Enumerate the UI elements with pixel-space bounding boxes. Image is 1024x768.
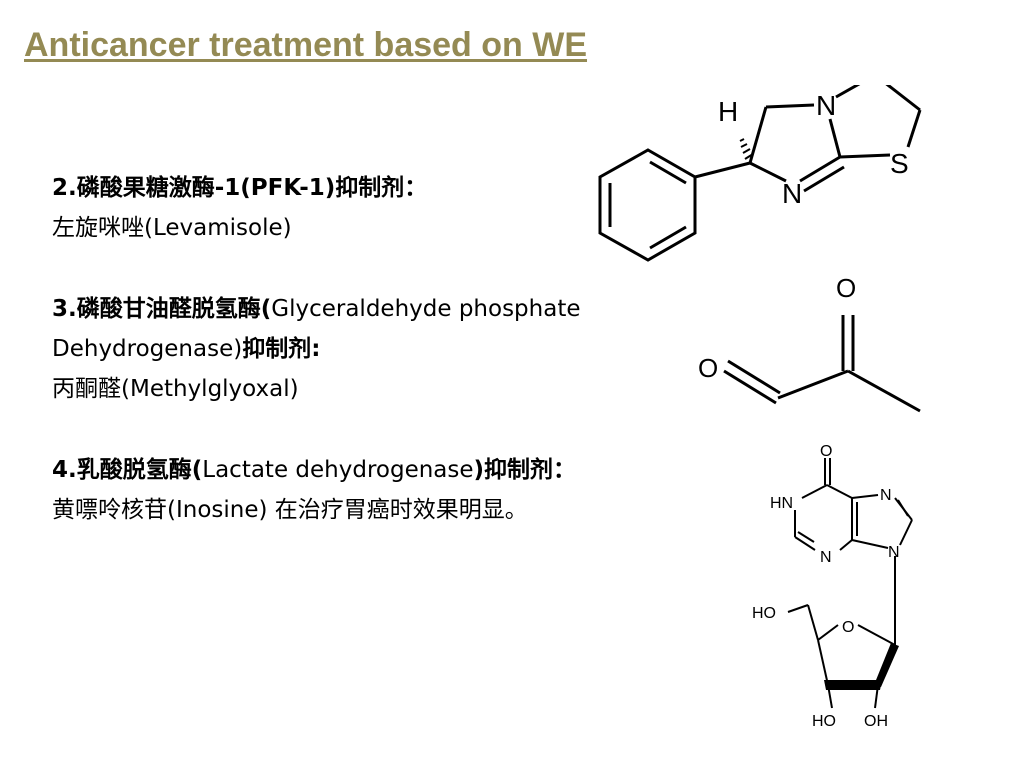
atom-o-ring: O	[842, 619, 854, 636]
item-heading-en: Lactate dehydrogenase	[202, 457, 474, 483]
inosine-structure: O HN N N N O HO HO OH	[750, 440, 940, 740]
methylglyoxal-bonds	[723, 315, 921, 413]
atom-n: N	[880, 487, 892, 504]
purine-bonds	[794, 458, 913, 645]
item-heading-tail: )抑制剂：	[473, 457, 577, 483]
atom-n: N	[782, 178, 802, 209]
atom-o: O	[698, 353, 718, 383]
item-heading-tail: 抑制剂:	[242, 336, 321, 362]
ribose-bold-edge	[824, 680, 882, 690]
atom-hn: HN	[770, 495, 793, 512]
methylglyoxal-structure: O O	[690, 275, 930, 420]
slide-title: Anticancer treatment based on WE	[24, 26, 588, 64]
atom-n: N	[820, 549, 832, 566]
item-drug: 左旋咪唑(Levamisole)	[52, 215, 292, 241]
item-heading: 2.磷酸果糖激酶-1(PFK-1)抑制剂：	[52, 168, 602, 208]
atom-h: H	[718, 96, 738, 127]
imidazothiazole-ring	[694, 85, 922, 193]
hash-wedge	[739, 138, 754, 160]
item-drug: 黄嘌呤核苷(Inosine) 在治疗胃癌时效果明显。	[52, 497, 528, 523]
list-item-gapdh: 3.磷酸甘油醛脱氢酶(Glyceraldehyde phosphate Dehy…	[52, 289, 602, 409]
item-heading: 3.磷酸甘油醛脱氢酶(Glyceraldehyde phosphate Dehy…	[52, 289, 602, 369]
atom-oh: OH	[864, 713, 888, 730]
slide-body: 2.磷酸果糖激酶-1(PFK-1)抑制剂： 左旋咪唑(Levamisole) 3…	[52, 168, 602, 571]
atom-n: N	[816, 90, 836, 121]
item-heading-cn: 乳酸脱氢酶(	[76, 457, 203, 483]
levamisole-structure: H N N S	[590, 85, 930, 275]
benzene-ring	[598, 148, 697, 262]
ribose-wedge	[874, 643, 899, 687]
atom-o: O	[836, 275, 856, 303]
atom-ho: HO	[812, 713, 836, 730]
levamisole-svg: H N N S	[598, 85, 922, 262]
list-item-ldh: 4.乳酸脱氢酶(Lactate dehydrogenase)抑制剂： 黄嘌呤核苷…	[52, 450, 602, 530]
atom-n: N	[888, 544, 900, 561]
item-heading: 4.乳酸脱氢酶(Lactate dehydrogenase)抑制剂：	[52, 450, 602, 490]
item-heading-cn: 磷酸甘油醛脱氢酶(	[76, 296, 272, 322]
item-heading-text: 磷酸果糖激酶-1(PFK-1)抑制剂：	[76, 175, 428, 201]
atom-s: S	[890, 148, 909, 179]
atom-o: O	[820, 443, 832, 460]
inosine-svg: O HN N N N O HO HO OH	[752, 443, 913, 730]
item-number: 3.	[52, 296, 77, 322]
list-item-pfk1: 2.磷酸果糖激酶-1(PFK-1)抑制剂： 左旋咪唑(Levamisole)	[52, 168, 602, 248]
item-number: 2.	[52, 175, 77, 201]
atom-ho: HO	[752, 605, 776, 622]
item-heading-en: Glyceraldehyde phosphate Dehydrogenase)	[52, 296, 581, 362]
item-drug: 丙酮醛(Methylglyoxal)	[52, 376, 299, 402]
methylglyoxal-svg: O O	[698, 275, 921, 413]
item-number: 4.	[52, 457, 77, 483]
